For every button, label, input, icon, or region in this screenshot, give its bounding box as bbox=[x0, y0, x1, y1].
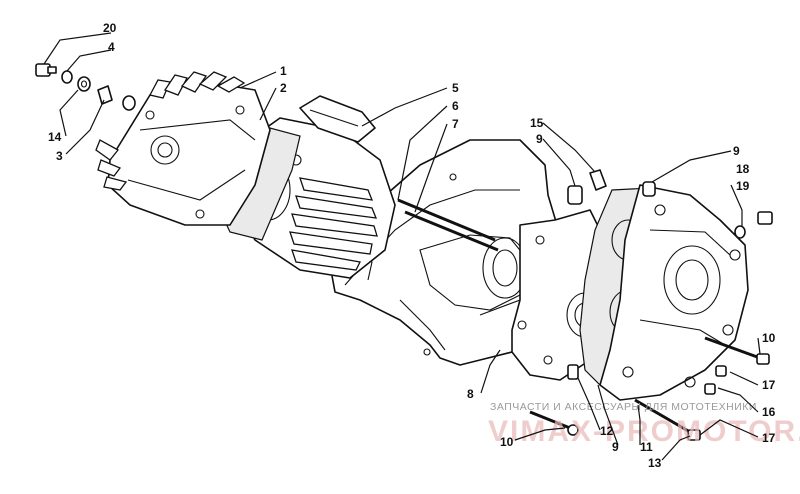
callouts: 20 4 14 3 1 2 5 6 7 15 9 9 18 19 10 17 1… bbox=[48, 21, 776, 470]
callout-10-right: 10 bbox=[762, 331, 776, 345]
leader-lines bbox=[43, 32, 761, 461]
callout-9-lower: 9 bbox=[612, 440, 619, 454]
washer-4 bbox=[61, 70, 73, 84]
cylinder-head bbox=[95, 71, 271, 226]
callout-1: 1 bbox=[280, 64, 287, 78]
callout-14: 14 bbox=[48, 130, 62, 144]
side-cover bbox=[599, 184, 749, 401]
callout-19: 19 bbox=[736, 179, 750, 193]
callout-20: 20 bbox=[103, 21, 117, 35]
bolts-lower bbox=[529, 336, 770, 441]
callout-10-lower: 10 bbox=[500, 435, 514, 449]
callout-8: 8 bbox=[467, 387, 474, 401]
callout-17-upper: 17 bbox=[762, 378, 776, 392]
callout-18: 18 bbox=[736, 162, 750, 176]
callout-11: 11 bbox=[640, 440, 653, 454]
callout-2: 2 bbox=[280, 81, 287, 95]
sleeve-3 bbox=[97, 85, 113, 105]
callout-17-lower: 17 bbox=[762, 431, 776, 445]
callout-5: 5 bbox=[452, 81, 459, 95]
callout-3: 3 bbox=[56, 149, 63, 163]
dowels bbox=[567, 169, 773, 239]
watermark-tagline: ЗАПЧАСТИ И АКСЕССУАРЫ ДЛЯ МОТОТЕХНИКИ bbox=[490, 401, 757, 413]
callout-9-top: 9 bbox=[536, 132, 543, 146]
callout-13: 13 bbox=[648, 456, 662, 470]
callout-15: 15 bbox=[530, 116, 544, 130]
callout-16: 16 bbox=[762, 405, 776, 419]
callout-4: 4 bbox=[108, 40, 115, 54]
callout-9-right: 9 bbox=[733, 144, 740, 158]
studs bbox=[397, 198, 499, 252]
washer-14 bbox=[77, 76, 91, 92]
callout-7: 7 bbox=[452, 117, 459, 131]
callout-6: 6 bbox=[452, 99, 459, 113]
callout-12: 12 bbox=[600, 424, 614, 438]
head-fasteners bbox=[35, 63, 136, 111]
